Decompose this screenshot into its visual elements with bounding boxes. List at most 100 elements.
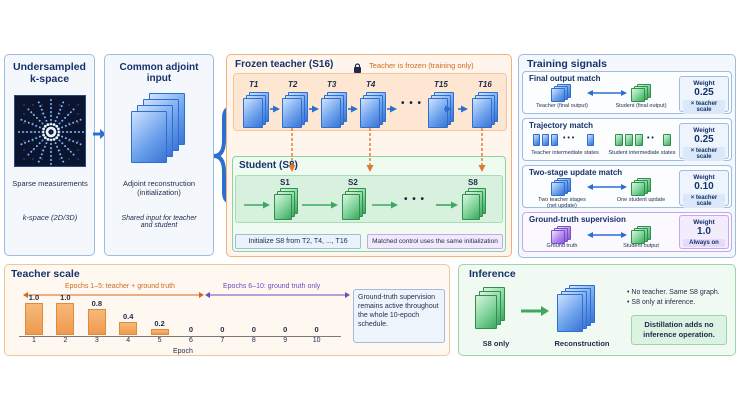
signal-weight-label: Weight [693, 80, 715, 87]
sheet [551, 182, 565, 196]
scale-xlabel: Epoch [173, 348, 193, 355]
kspace-panel: Undersampled k-space Sparse measurements… [4, 54, 95, 256]
bar-value-label: 0 [314, 325, 319, 334]
student-step-s2 [342, 188, 369, 223]
bar-value-label: 1.0 [28, 293, 40, 302]
signal-weight-note: × teacher scale [683, 100, 725, 114]
teacher-step-t2 [282, 92, 311, 131]
match-arrow [587, 90, 627, 96]
teacher-step-label: T2 [288, 80, 298, 89]
student-step-s8-sheet [462, 194, 480, 220]
signal-right-label: Student output [623, 243, 659, 249]
signal-weight-value: 0.25 [694, 87, 714, 98]
lock-icon [353, 60, 362, 78]
sheet [551, 88, 565, 102]
student-arrow [436, 201, 458, 209]
teacher-arrow [458, 105, 468, 113]
signal-right-icon [631, 84, 655, 102]
x-tick-label: 2 [63, 337, 68, 344]
match-arrow [587, 184, 627, 190]
bar-value-label: 0.2 [154, 318, 165, 328]
teacher-title: Frozen teacher (S16) [235, 59, 334, 70]
teacher-step-t15-sheet [428, 98, 448, 128]
student-state-icon [615, 134, 623, 146]
teacher-ellipsis: • • • [401, 98, 423, 109]
signal-weight-note: Always on [683, 239, 725, 247]
student-title: Student (S8) [239, 160, 298, 171]
teacher-arrow [270, 105, 280, 113]
bar-value-label: 0.4 [122, 312, 134, 322]
inference-highlight: Distillation adds no inference operation… [631, 315, 727, 345]
student-step-s8 [462, 188, 489, 223]
inference-bullet-1: • No teacher. Same S8 graph. [627, 289, 720, 296]
sheet [631, 88, 645, 102]
bar-value-label: 1.0 [60, 293, 71, 302]
x-tick-label: 7 [220, 337, 225, 344]
kspace-image [14, 95, 86, 167]
signal-weight-value: 0.10 [694, 181, 714, 192]
training-title: Training signals [527, 58, 607, 70]
sheet [631, 230, 645, 244]
teacher-step-label: T3 [327, 80, 337, 89]
kspace-title: Undersampled k-space [13, 61, 86, 85]
bar-value-label: 0 [188, 325, 194, 334]
inference-input-label: S8 only [482, 339, 510, 348]
inference-output-label: Reconstruction [554, 339, 610, 348]
ellipsis: • • • [563, 135, 575, 142]
inference-title: Inference [469, 268, 516, 280]
teacher-arrow [444, 105, 452, 113]
inference-bullet-2: • S8 only at inference. [627, 299, 696, 306]
teacher-step-label: T4 [366, 80, 376, 89]
signal-weight-label: Weight [693, 127, 715, 134]
inference-panel: Inference S8 only Reconstruction • No te… [458, 264, 736, 356]
bar-epoch-5 [150, 328, 169, 335]
student-step-label: S1 [280, 178, 290, 187]
bar-epoch-3 [87, 309, 106, 335]
signal-left-label: Teacher (final output) [536, 103, 588, 109]
teacher-step-label: T16 [478, 80, 492, 89]
student-step-label: S2 [348, 178, 358, 187]
teacher-state-icon [551, 134, 558, 146]
distill-arrow-t4 [366, 128, 374, 172]
bar-value-label: 0 [251, 325, 256, 334]
inference-output-stack [557, 285, 607, 333]
teacher-frozen-note: Teacher is frozen (training only) [369, 61, 474, 70]
signal-title: Two-stage update match [529, 168, 623, 177]
signal-left-label: Teacher intermediate states [531, 150, 599, 156]
student-step-s1-sheet [274, 194, 292, 220]
signal-right-label: One student update [616, 197, 666, 203]
student-state-icon [663, 134, 671, 146]
arrow-kspace-to-adjoint [93, 129, 106, 139]
teacher-step-t4-sheet [360, 98, 380, 128]
student-state-icon [635, 134, 643, 146]
signal-right-icon [631, 226, 655, 244]
signal-left-icon [551, 226, 575, 244]
student-step-s2-sheet [342, 194, 360, 220]
x-tick-label: 4 [126, 337, 131, 344]
teacher-arrow [387, 105, 397, 113]
signal-left-icon [551, 84, 575, 102]
teacher-state-icon [533, 134, 540, 146]
teacher-step-t16-sheet [472, 98, 492, 128]
adjoint-title: Common adjoint input [119, 62, 199, 84]
signal-left-label: Ground truth [546, 243, 578, 249]
signal-weight-label: Weight [693, 219, 715, 226]
inference-bullet-1-text: No teacher. Same S8 graph. [631, 289, 720, 296]
signal-right-label: Student intermediate states [608, 150, 676, 156]
teacher-step-t4 [360, 92, 389, 131]
teacher-arrow [348, 105, 358, 113]
kspace-dots [18, 99, 84, 165]
teacher-state-icon [542, 134, 549, 146]
distill-arrow-t2 [288, 128, 296, 172]
signal-right-icon [631, 178, 655, 196]
signal-weight-label: Weight [693, 174, 715, 181]
scale-phase1: Epochs 1–5: teacher + ground truth [65, 283, 175, 290]
scale-xaxis [19, 336, 341, 337]
adjoint-stack [131, 93, 191, 173]
signal-right-label: Student (final output) [615, 103, 667, 109]
scale-note: Ground-truth supervision remains active … [353, 289, 445, 343]
